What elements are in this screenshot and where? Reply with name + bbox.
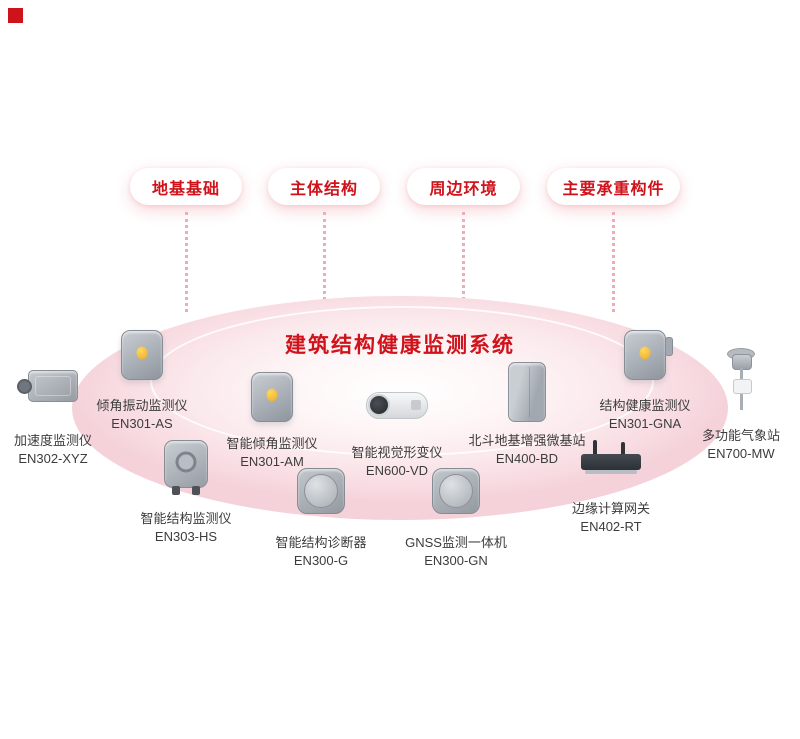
category-label: 地基基础 (151, 180, 220, 198)
device-name: 智能视觉形变仪 (351, 445, 443, 460)
system-title: 建筑结构健康监测系统 (285, 334, 515, 357)
device-model: EN301-AS (111, 416, 173, 431)
beidou-base-station-icon (508, 362, 546, 422)
connector-line (185, 212, 188, 312)
category-label: 周边环境 (429, 180, 498, 198)
category-surrounding-environment: 周边环境 (407, 168, 520, 205)
structural-diagnostic-icon (297, 468, 345, 514)
system-platform-inner-ring (150, 306, 654, 456)
device-structural-health-monitor: 结构健康监测仪 EN301-GNA (590, 330, 700, 433)
device-model: EN301-AM (240, 454, 304, 469)
device-name: GNSS监测一体机 (405, 535, 507, 550)
device-accelerometer: 加速度监测仪 EN302-XYZ (5, 370, 101, 468)
device-model: EN301-GNA (608, 416, 682, 431)
device-name: 北斗地基增强微基站 (468, 433, 586, 448)
category-foundation: 地基基础 (130, 168, 242, 205)
device-model: EN402-RT (580, 519, 642, 534)
device-smart-tilt-monitor: 智能倾角监测仪 EN301-AM (217, 372, 327, 471)
structural-monitor-icon (164, 440, 208, 495)
device-name: 结构健康监测仪 (599, 398, 691, 413)
device-name: 智能结构监测仪 (140, 511, 232, 526)
category-main-structure: 主体结构 (268, 168, 380, 205)
tilt-sensor-icon (251, 372, 293, 422)
category-label: 主体结构 (289, 180, 358, 198)
category-label: 主要承重构件 (562, 180, 665, 198)
device-edge-gateway: 边缘计算网关 EN402-RT (556, 440, 666, 536)
accelerometer-icon (17, 370, 78, 402)
device-model: EN600-VD (365, 463, 429, 478)
device-name: 智能结构诊断器 (275, 535, 367, 550)
connector-line (462, 212, 465, 312)
device-structure-diagnostic: 智能结构诊断器 EN300-G (266, 468, 376, 570)
device-model: EN300-G (293, 553, 349, 568)
device-model: EN302-XYZ (18, 451, 88, 466)
weather-station-icon (724, 348, 758, 410)
structural-health-sensor-icon (624, 330, 673, 380)
corner-mark (8, 8, 23, 23)
device-beidou-base-station: 北斗地基增强微基站 EN400-BD (462, 362, 592, 468)
device-name: 智能倾角监测仪 (226, 436, 318, 451)
device-name: 倾角振动监测仪 (96, 398, 188, 413)
gnss-receiver-icon (432, 468, 480, 514)
device-name: 边缘计算网关 (571, 501, 650, 516)
connector-line (612, 212, 615, 312)
device-gnss-monitor: GNSS监测一体机 EN300-GN (398, 468, 514, 570)
device-name: 加速度监测仪 (13, 433, 92, 448)
device-model: EN303-HS (154, 529, 218, 544)
device-vision-deformation-camera: 智能视觉形变仪 EN600-VD (341, 392, 453, 480)
device-weather-station: 多功能气象站 EN700-MW (691, 348, 791, 463)
device-model: EN400-BD (495, 451, 559, 466)
vision-camera-icon (366, 392, 428, 419)
device-model: EN300-GN (424, 553, 488, 568)
category-load-bearing-components: 主要承重构件 (547, 168, 680, 205)
device-smart-structure-monitor: 智能结构监测仪 EN303-HS (131, 440, 241, 546)
connector-line (323, 212, 326, 312)
edge-gateway-icon (581, 440, 641, 474)
device-name: 多功能气象站 (701, 428, 780, 443)
device-model: EN700-MW (707, 446, 775, 461)
device-tilt-vibration-monitor: 倾角振动监测仪 EN301-AS (87, 330, 197, 433)
tilt-vibration-sensor-icon (121, 330, 163, 380)
